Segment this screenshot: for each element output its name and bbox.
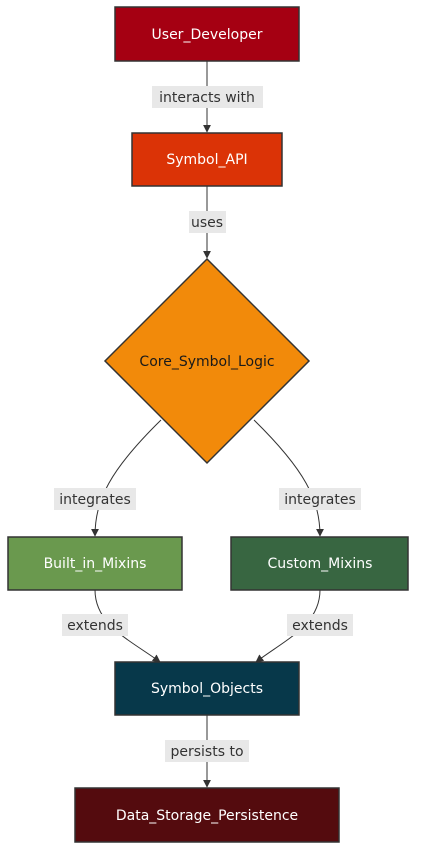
node-label-custom-mixins: Custom_Mixins (268, 556, 373, 572)
node-core-symbol-logic[interactable]: Core_Symbol_Logic (103, 257, 311, 465)
node-label-core-symbol-logic: Core_Symbol_Logic (139, 354, 274, 370)
edge-label-extends-right: extends (292, 618, 348, 634)
node-symbol-api[interactable]: Symbol_API (131, 132, 283, 187)
edge-label-integrates-right: integrates (284, 492, 355, 508)
edge-label-uses: uses (191, 215, 223, 231)
node-data-storage-persistence[interactable]: Data_Storage_Persistence (74, 787, 340, 843)
node-symbol-objects[interactable]: Symbol_Objects (114, 661, 300, 716)
node-label-symbol-objects: Symbol_Objects (151, 681, 263, 697)
edge-label-persists-to: persists to (170, 744, 243, 760)
node-custom-mixins[interactable]: Custom_Mixins (230, 536, 409, 591)
edge-label-integrates-left: integrates (59, 492, 130, 508)
edge-core-to-builtin (91, 419, 162, 537)
node-label-built-in-mixins: Built_in_Mixins (44, 556, 147, 572)
node-label-symbol-api: Symbol_API (166, 152, 247, 168)
edge-labels: interacts with uses integrates integrate… (54, 86, 361, 762)
node-user-developer[interactable]: User_Developer (114, 6, 300, 62)
node-label-data-storage-persistence: Data_Storage_Persistence (116, 808, 298, 824)
node-built-in-mixins[interactable]: Built_in_Mixins (7, 536, 183, 591)
edge-label-interacts-with: interacts with (159, 90, 255, 106)
edge-label-extends-left: extends (67, 618, 123, 634)
edge-core-to-custom (253, 419, 324, 537)
node-label-user-developer: User_Developer (152, 27, 263, 43)
